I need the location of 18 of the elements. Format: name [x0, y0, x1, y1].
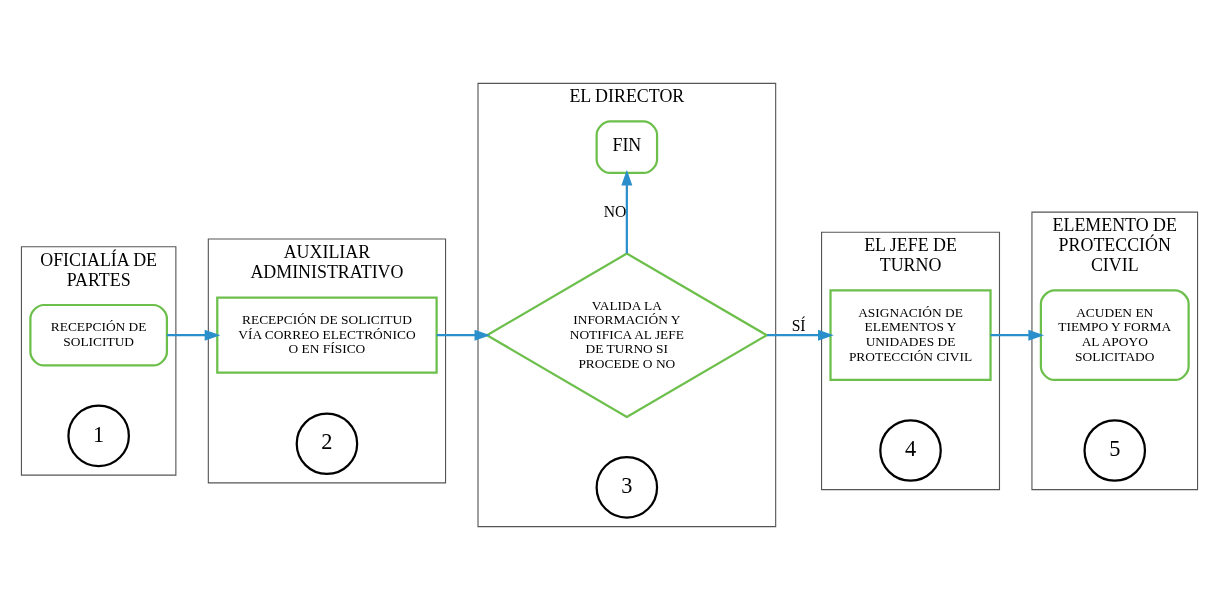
node-circle: 3	[595, 456, 659, 519]
node-circle: 2	[295, 412, 359, 476]
arrow	[990, 329, 1045, 341]
arrow	[767, 329, 834, 341]
edge-label: NO	[603, 203, 627, 221]
node-box: FIN	[595, 120, 659, 175]
arrow	[167, 329, 221, 341]
arrow	[436, 329, 491, 341]
node-circle: 4	[879, 419, 942, 482]
node-box: RECEPCIÓN DE SOLICITUD VÍA CORREO ELECTRÓNICO O EN FÍSICO	[216, 296, 438, 374]
node-circle: 1	[67, 404, 130, 468]
node-box: ACUDEN EN TIEMPO Y FORMA AL APOYO SOLICITADO	[1039, 289, 1190, 382]
edge-label: SÍ	[791, 316, 806, 334]
node-box: ASIGNACIÓN DE ELEMENTOS Y UNIDADES DE PROTECCIÓN CIVIL	[829, 289, 992, 382]
node-box: RECEPCIÓN DE SOLICITUD	[29, 303, 169, 367]
arrow	[621, 169, 633, 254]
node-diamond: VALIDA LA INFORMACIÓN Y NOTIFICA AL JEFE DE TURNO SI PROCEDE O NO	[484, 252, 769, 419]
node-circle: 5	[1083, 419, 1147, 482]
